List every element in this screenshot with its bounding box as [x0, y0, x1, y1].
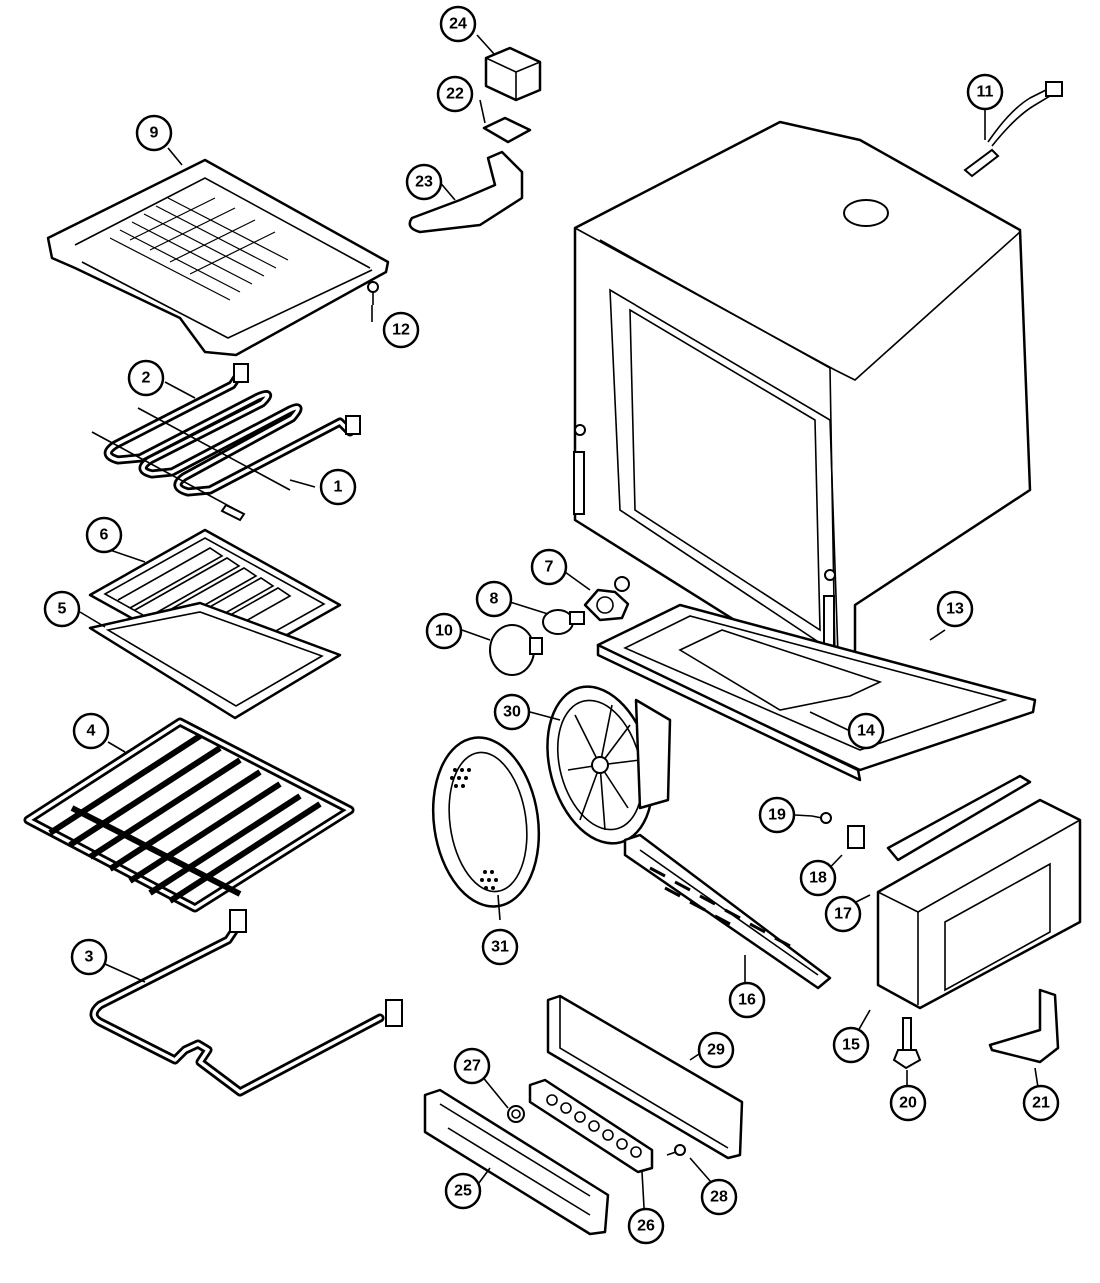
svg-text:9: 9: [150, 125, 159, 142]
part-28-screw: [666, 1144, 686, 1156]
part-5-broil-pan: [88, 601, 342, 720]
part-4-oven-rack: [23, 717, 355, 913]
svg-text:25: 25: [454, 1183, 472, 1200]
callout-5: 5: [43, 590, 81, 628]
callout-1: 1: [319, 468, 357, 506]
svg-text:22: 22: [446, 86, 464, 103]
callout-22: 22: [436, 75, 474, 113]
svg-text:23: 23: [415, 174, 433, 191]
svg-text:16: 16: [738, 992, 756, 1009]
part-16-vent-panel: [623, 833, 832, 990]
callout-30: 30: [493, 693, 531, 731]
part-17-bracket: [886, 774, 1032, 862]
callout-12: 12: [382, 311, 420, 349]
part-20-leveling-leg: [892, 1017, 922, 1070]
svg-text:12: 12: [392, 322, 410, 339]
svg-text:20: 20: [899, 1095, 917, 1112]
part-18-clip: [847, 825, 865, 849]
svg-text:1: 1: [334, 479, 343, 496]
callout-9: 9: [135, 114, 173, 152]
part-23-vent-duct: [408, 150, 524, 234]
svg-text:3: 3: [85, 949, 94, 966]
svg-text:14: 14: [857, 723, 875, 740]
callout-28: 28: [700, 1178, 738, 1216]
callout-29: 29: [697, 1031, 735, 1069]
svg-text:5: 5: [58, 601, 67, 618]
part-11-oven-sensor: [963, 81, 1063, 178]
callout-18: 18: [799, 859, 837, 897]
callout-6: 6: [85, 516, 123, 554]
svg-text:15: 15: [842, 1037, 860, 1054]
callout-7: 7: [530, 548, 568, 586]
svg-text:30: 30: [503, 704, 521, 721]
part-2-broil-element: [91, 363, 361, 522]
part-15-storage-drawer: [876, 798, 1082, 1010]
part-26-switch-block: [528, 1078, 654, 1174]
svg-text:29: 29: [707, 1042, 725, 1059]
svg-text:2: 2: [142, 370, 151, 387]
svg-text:13: 13: [946, 601, 964, 618]
svg-text:6: 6: [100, 527, 109, 544]
svg-text:21: 21: [1032, 1095, 1050, 1112]
part-12-screw: [367, 281, 379, 305]
part-22-gasket: [482, 116, 532, 144]
svg-text:10: 10: [435, 623, 453, 640]
callout-19: 19: [758, 796, 796, 834]
callout-3: 3: [70, 938, 108, 976]
part-13-oven-cavity: [573, 120, 1032, 682]
svg-text:28: 28: [710, 1189, 728, 1206]
part-7-lamp-socket: [583, 576, 630, 622]
part-10-light-lens: [489, 624, 543, 676]
callout-13: 13: [936, 590, 974, 628]
callout-31: 31: [481, 928, 519, 966]
callout-26: 26: [627, 1207, 665, 1245]
part-8-light-bulb: [542, 609, 585, 635]
svg-text:26: 26: [637, 1218, 655, 1235]
callout-15: 15: [832, 1026, 870, 1064]
part-3-bake-element: [89, 909, 403, 1097]
callout-21: 21: [1022, 1084, 1060, 1122]
callout-25: 25: [444, 1172, 482, 1210]
callout-16: 16: [728, 981, 766, 1019]
svg-text:11: 11: [977, 84, 994, 101]
part-27-knob: [507, 1105, 525, 1123]
part-9-top-panel: [46, 158, 390, 357]
callout-2: 2: [127, 359, 165, 397]
part-24-vent-housing: [484, 46, 542, 102]
svg-text:31: 31: [491, 939, 509, 956]
callout-20: 20: [889, 1084, 927, 1122]
svg-text:27: 27: [463, 1058, 481, 1075]
callout-8: 8: [475, 580, 513, 618]
part-19-screw: [811, 812, 832, 824]
callout-11: 11: [966, 73, 1004, 111]
svg-text:18: 18: [809, 870, 827, 887]
part-30-convection-fan: [546, 685, 672, 845]
part-29-control-panel: [546, 994, 744, 1160]
part-31-fan-cover: [431, 736, 541, 908]
part-21-anti-tip-bracket: [988, 988, 1060, 1064]
svg-text:19: 19: [768, 807, 786, 824]
svg-text:4: 4: [87, 723, 96, 740]
part-25-trim-strip: [423, 1088, 610, 1236]
svg-text:24: 24: [449, 16, 467, 33]
svg-text:8: 8: [490, 591, 499, 608]
svg-text:7: 7: [545, 559, 554, 576]
callout-27: 27: [453, 1047, 491, 1085]
callout-4: 4: [72, 712, 110, 750]
svg-text:17: 17: [834, 906, 852, 923]
callout-17: 17: [824, 895, 862, 933]
callout-23: 23: [405, 163, 443, 201]
callout-24: 24: [439, 5, 477, 43]
callout-10: 10: [425, 612, 463, 650]
part-14-bottom-panel: [596, 603, 1037, 782]
callout-14: 14: [847, 712, 885, 750]
